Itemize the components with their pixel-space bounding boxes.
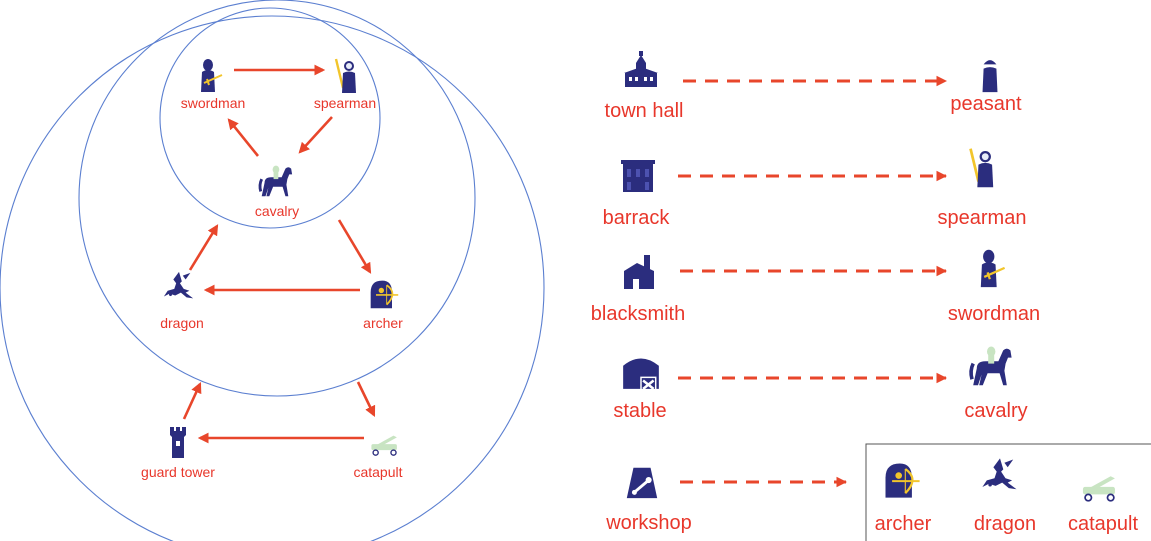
swordman-icon (979, 248, 1006, 289)
cavalry-label: cavalry (255, 203, 299, 219)
production-row: town hall peasant (605, 51, 1022, 122)
barrack-icon (621, 160, 655, 192)
building-label: blacksmith (591, 303, 685, 325)
workshop-unit-label: catapult (1068, 513, 1138, 535)
building-label: town hall (605, 100, 684, 122)
guard-tower-label: guard tower (141, 464, 215, 480)
production-row: barrack spearman (603, 147, 1027, 229)
arrow-cavalry-to-archer (337, 219, 372, 274)
spearman-label: spearman (314, 95, 376, 111)
swordman-icon (200, 58, 223, 93)
swordman-label: swordman (181, 95, 246, 111)
inner-ring (159, 7, 381, 229)
production-list: town hall peasant barrack spearman black… (591, 51, 1151, 541)
spearman-icon (334, 58, 358, 94)
dragon-label: dragon (160, 315, 204, 331)
arrow-ring-to-catapult (356, 381, 376, 417)
building-label: stable (613, 400, 666, 422)
workshop-units-box: archer dragon catapult (865, 443, 1151, 541)
arrow-spearman-to-cavalry (298, 116, 333, 154)
middle-ring (78, 0, 476, 397)
arrow-guard-tower-to-ring (182, 382, 202, 420)
archer-icon (884, 462, 921, 499)
spearman-icon (969, 147, 995, 189)
unit-label: spearman (938, 207, 1027, 229)
production-row: workshop archer dragon catapult (605, 443, 1151, 541)
workshop-unit-label: dragon (974, 513, 1036, 535)
blacksmith-icon (624, 255, 654, 289)
production-row: blacksmith swordman (591, 248, 1040, 325)
catapult-icon (1082, 475, 1116, 502)
arrow-cavalry-to-swordman (227, 118, 260, 157)
unit-label: cavalry (964, 400, 1027, 422)
archer-label: archer (363, 315, 403, 331)
workshop-icon (625, 466, 659, 500)
catapult-label: catapult (353, 464, 402, 480)
cycle-diagram: swordman spearman cavalry dragon archer … (0, 0, 545, 541)
dragon-icon (982, 458, 1017, 490)
archer-icon (369, 279, 400, 310)
arrow-dragon-to-cavalry (188, 224, 219, 271)
cavalry-icon (969, 344, 1014, 388)
unit-label: peasant (950, 93, 1022, 115)
production-row: stable cavalry (613, 344, 1028, 422)
stable-icon (621, 357, 661, 392)
workshop-unit-label: archer (875, 513, 932, 535)
building-label: workshop (605, 512, 692, 534)
outer-ring (0, 15, 545, 541)
peasant-icon (982, 60, 998, 93)
catapult-icon (370, 434, 398, 456)
dragon-icon (163, 271, 194, 299)
unit-label: swordman (948, 303, 1040, 325)
building-label: barrack (603, 207, 671, 229)
cavalry-icon (258, 164, 294, 198)
guard-tower-icon (170, 427, 186, 458)
town-hall-icon (624, 51, 658, 87)
